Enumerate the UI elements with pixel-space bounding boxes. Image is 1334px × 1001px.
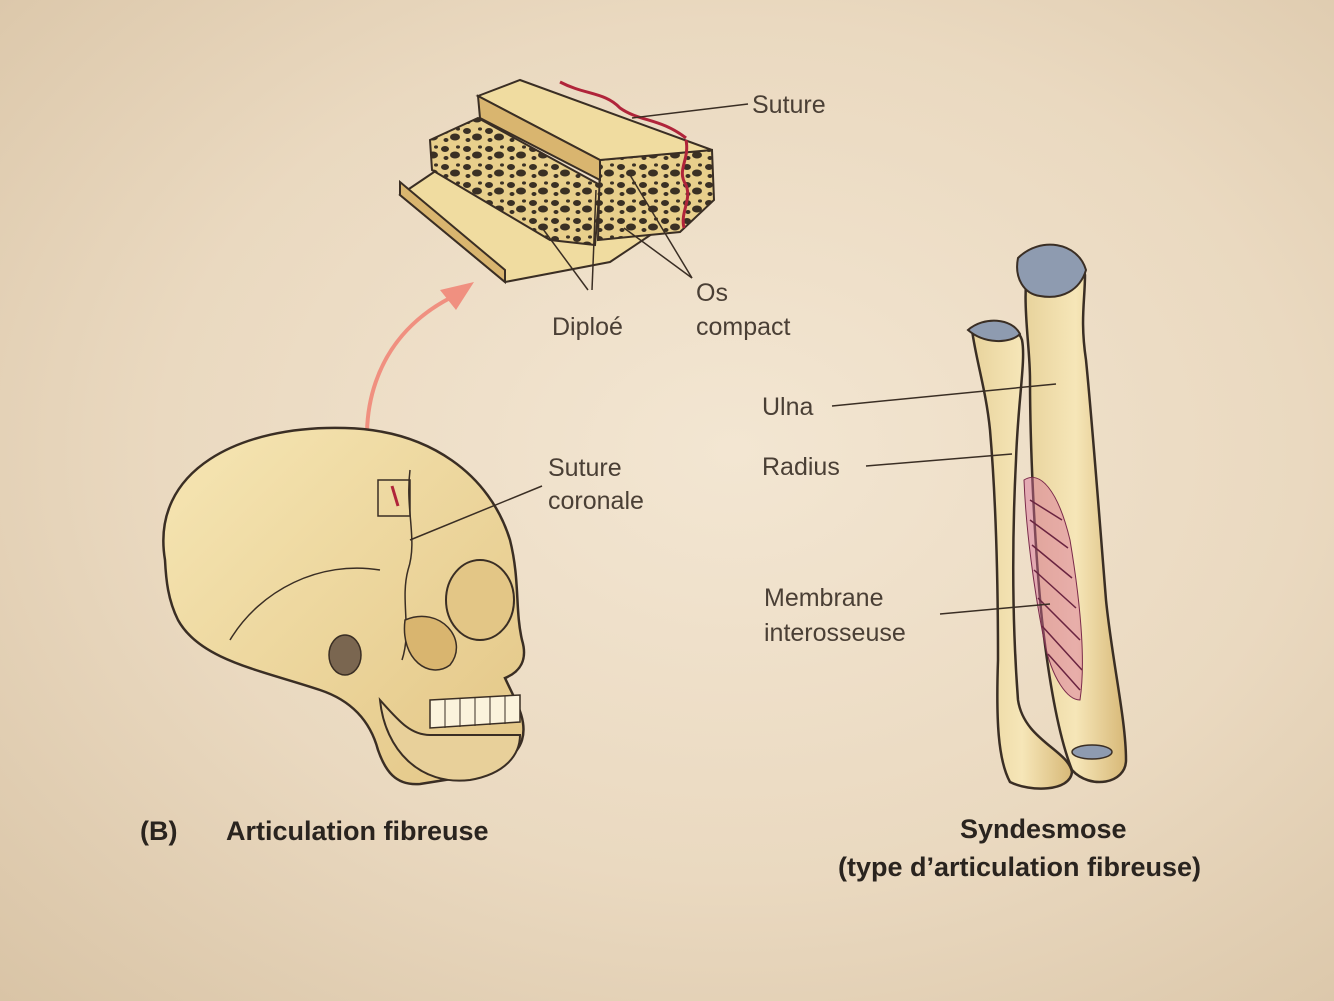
- caption-right-title-2: (type d’articulation fibreuse): [838, 852, 1201, 883]
- label-suture: Suture: [752, 88, 826, 122]
- forearm-diagram: [832, 245, 1126, 789]
- label-os: Os: [696, 276, 728, 310]
- label-suture-coronale-2: coronale: [548, 484, 644, 518]
- ear-opening: [329, 635, 361, 675]
- label-diploe: Diploé: [552, 310, 623, 344]
- label-ulna: Ulna: [762, 390, 813, 424]
- label-radius: Radius: [762, 450, 840, 484]
- label-compact: compact: [696, 310, 790, 344]
- caption-left-title: Articulation fibreuse: [226, 816, 489, 847]
- orbit: [446, 560, 514, 640]
- label-membrane-1: Membrane: [764, 581, 884, 615]
- leader-ulna: [832, 384, 1056, 406]
- skull-diagram: [163, 428, 542, 784]
- distal-cartilage: [1072, 745, 1112, 759]
- bone-section-diagram: [400, 80, 748, 290]
- label-membrane-2: interosseuse: [764, 616, 906, 650]
- caption-right-title-1: Syndesmose: [960, 814, 1127, 845]
- leader-membrane: [940, 604, 1050, 614]
- leader-compact-2: [624, 228, 692, 278]
- leader-suture: [632, 104, 748, 118]
- caption-panel-letter: (B): [140, 816, 177, 847]
- diploe-right-block: [598, 150, 714, 240]
- label-suture-coronale-1: Suture: [548, 451, 622, 485]
- magnify-arrow-head: [440, 282, 474, 310]
- leader-radius: [866, 454, 1012, 466]
